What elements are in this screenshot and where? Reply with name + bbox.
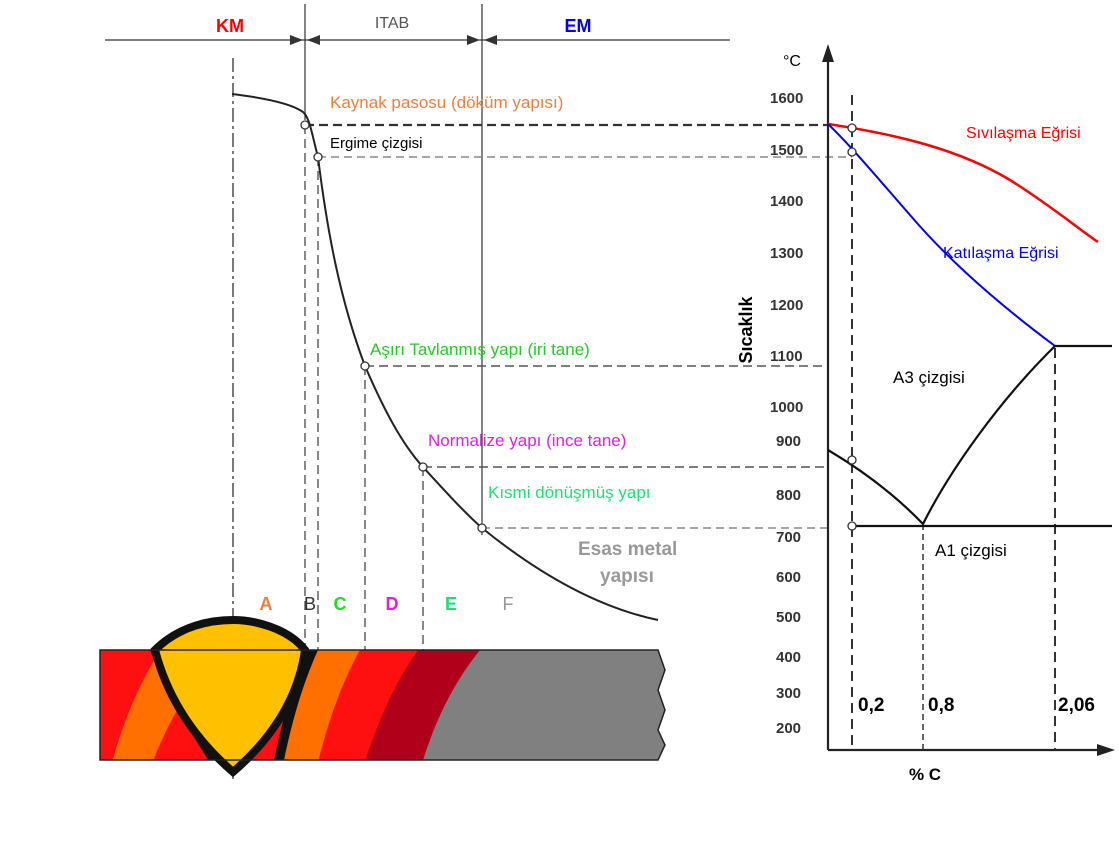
reference-lines (305, 123, 852, 529)
y-tick-1200: 1200 (770, 297, 803, 314)
label-liquidus: Sıvılaşma Eğrisi (966, 125, 1081, 142)
region-letters: A B C D E F (260, 594, 514, 614)
curve-markers (300, 120, 487, 533)
region-letter-a: A (260, 594, 273, 614)
label-fusion-line: Ergime çizgisi (330, 135, 423, 152)
y-axis-unit: °C (783, 53, 801, 70)
weld-cross-section (99, 615, 666, 778)
y-tick-200: 200 (776, 720, 801, 737)
label-a1-line: A1 çizgisi (935, 541, 1007, 560)
y-tick-500: 500 (776, 609, 801, 626)
y-tick-900: 900 (776, 433, 801, 450)
region-letter-b: B (304, 594, 316, 614)
y-tick-1600: 1600 (770, 90, 803, 107)
phase-diagram: °C Sıcaklık % C 1600 1500 1400 1300 1200… (736, 44, 1115, 784)
zone-label-km: KM (216, 16, 244, 36)
y-axis-label: Sıcaklık (736, 295, 756, 363)
a3-line (827, 345, 1056, 526)
y-tick-1400: 1400 (770, 193, 803, 210)
label-base-metal-structure: yapısı (600, 566, 654, 587)
label-partial-structure: Kısmi dönüşmüş yapı (488, 483, 651, 502)
region-letter-d: D (386, 594, 399, 614)
x-tick-0-2: 0,2 (858, 695, 884, 716)
label-weld-pass: Kaynak pasosu (döküm yapısı) (330, 93, 563, 112)
solidus-curve (827, 123, 1056, 347)
x-tick-0-8: 0,8 (928, 695, 954, 716)
region-letter-f: F (503, 594, 514, 614)
projection-lines (304, 125, 424, 650)
y-tick-400: 400 (776, 649, 801, 666)
label-solidus: Katılaşma Eğrisi (943, 245, 1059, 262)
y-tick-1000: 1000 (770, 399, 803, 416)
y-tick-600: 600 (776, 569, 801, 586)
phase-markers (847, 123, 857, 531)
x-axis-label: % C (909, 765, 941, 784)
y-tick-1500: 1500 (770, 142, 803, 159)
zone-label-itab: ITAB (375, 15, 409, 32)
region-letter-e: E (445, 594, 457, 614)
temperature-curve (231, 93, 659, 621)
region-letter-c: C (334, 594, 347, 614)
liquidus-curve (827, 122, 1099, 244)
y-tick-1100: 1100 (770, 348, 803, 365)
label-overheated-structure: Aşırı Tavlanmış yapı (iri tane) (370, 340, 590, 359)
label-base-metal: Esas metal (578, 539, 677, 560)
y-tick-labels: 1600 1500 1400 1300 1200 1100 1000 900 8… (770, 90, 803, 737)
label-a3-line: A3 çizgisi (893, 368, 965, 387)
y-tick-300: 300 (776, 685, 801, 702)
y-tick-800: 800 (776, 487, 801, 504)
x-tick-2-06: 2,06 (1058, 695, 1095, 716)
label-normalized-structure: Normalize yapı (ince tane) (428, 431, 626, 450)
zone-label-em: EM (565, 16, 592, 36)
y-tick-1300: 1300 (770, 245, 803, 262)
composition-lines (851, 95, 1056, 750)
y-tick-700: 700 (776, 529, 801, 546)
zone-bar: KM ITAB EM (105, 4, 730, 535)
